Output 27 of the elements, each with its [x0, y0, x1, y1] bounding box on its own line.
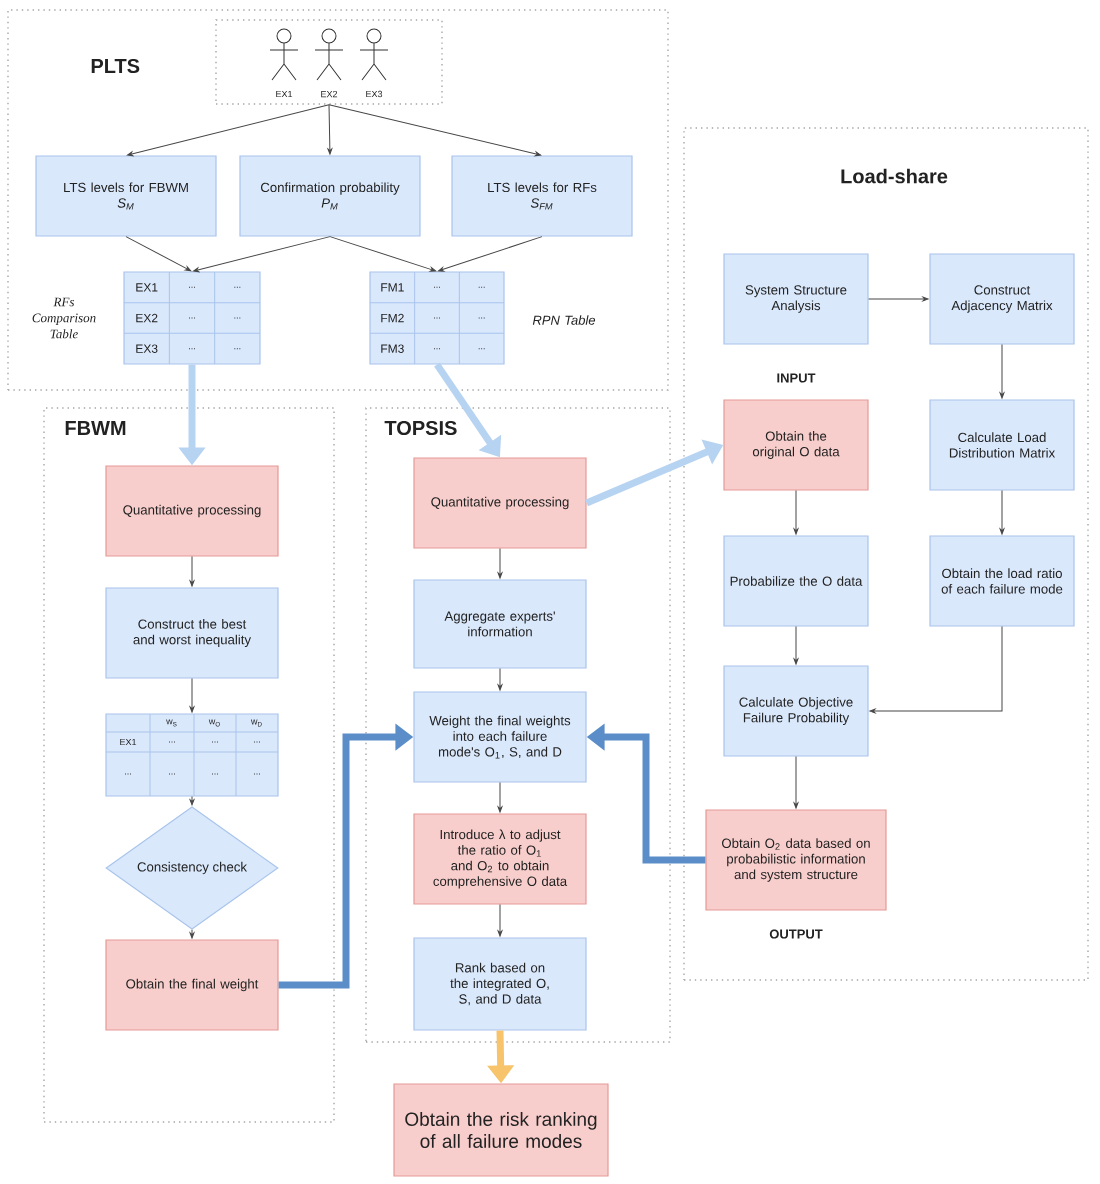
group-heading: FBWM	[65, 421, 126, 435]
process-box: Obtain the risk ranking of all failure modes	[393, 1083, 609, 1177]
group-heading: PLTS	[91, 58, 140, 74]
arrow	[868, 296, 929, 302]
arrow	[497, 668, 503, 691]
arrow	[793, 626, 799, 665]
arrow	[793, 490, 799, 535]
arrow	[793, 756, 799, 809]
group-heading: TOPSIS	[384, 420, 457, 436]
arrow	[189, 929, 195, 939]
arrow	[497, 904, 503, 937]
arrow	[126, 104, 330, 157]
arrow	[192, 236, 331, 273]
arrow	[329, 236, 437, 272]
arrow	[328, 104, 542, 157]
arrow	[189, 678, 195, 713]
arrow	[869, 626, 1003, 714]
arrow	[189, 556, 195, 587]
arrow	[497, 548, 503, 579]
arrow	[189, 796, 195, 806]
arrow	[125, 236, 192, 272]
arrow	[327, 104, 333, 155]
arrow	[437, 236, 543, 272]
group-heading: Load-share	[841, 168, 948, 184]
arrow	[999, 344, 1005, 399]
arrow	[999, 490, 1005, 535]
arrow	[497, 782, 503, 813]
